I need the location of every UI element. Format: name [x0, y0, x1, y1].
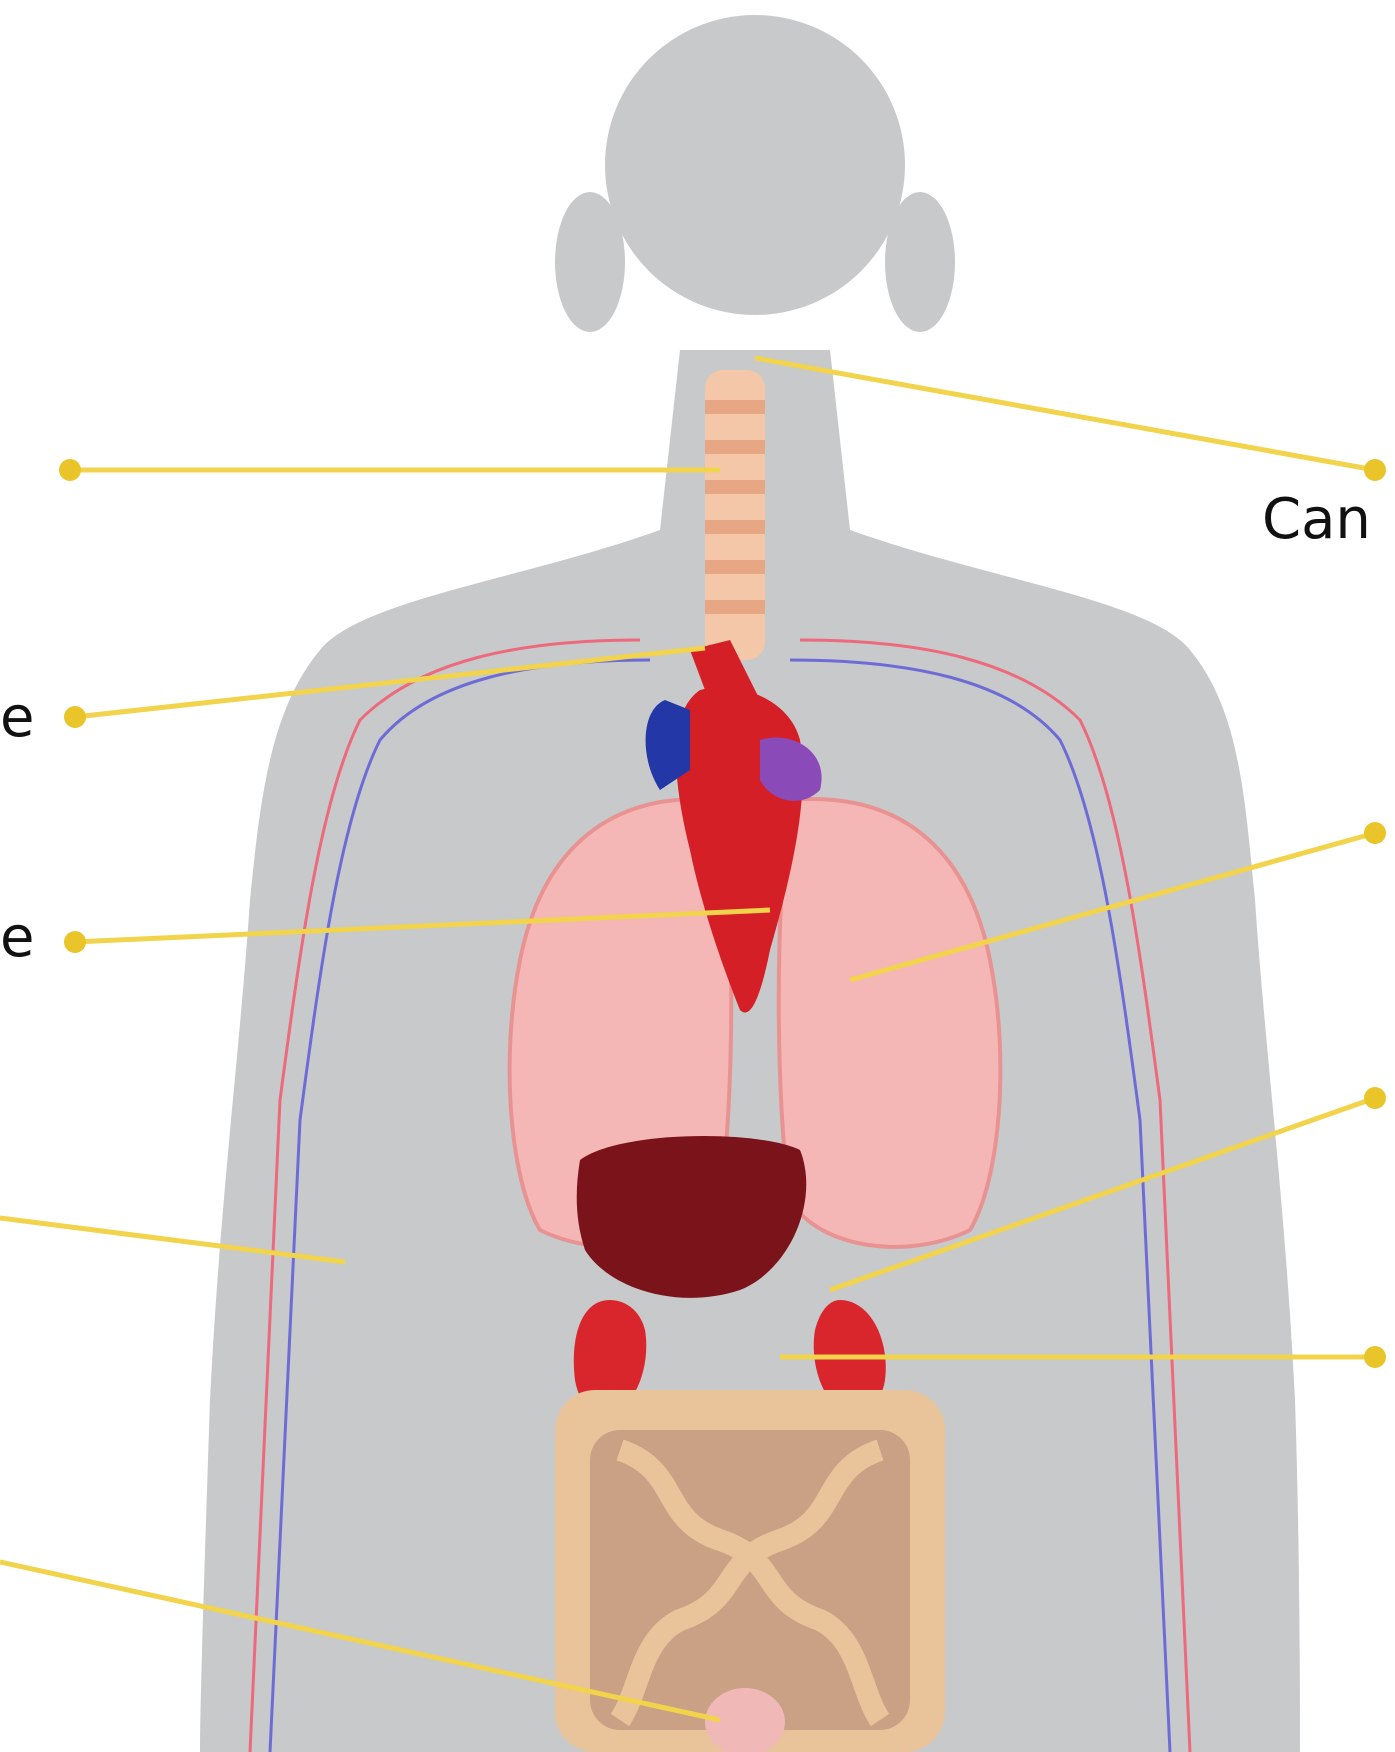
leader-dot-left-3	[64, 931, 86, 953]
leader-dot-right-2	[1364, 822, 1386, 844]
label-left-1: e	[0, 690, 34, 746]
leader-line-thyroid	[755, 358, 1375, 470]
leader-dot-right-3	[1364, 1087, 1386, 1109]
trachea-icon	[705, 370, 765, 660]
leader-dot-left-1	[59, 459, 81, 481]
leader-dot-right-1	[1364, 459, 1386, 481]
leader-dot-left-2	[64, 706, 86, 728]
leader-dot-right-4	[1364, 1346, 1386, 1368]
label-right-1: Can	[1262, 492, 1371, 548]
label-left-2: e	[0, 910, 34, 966]
